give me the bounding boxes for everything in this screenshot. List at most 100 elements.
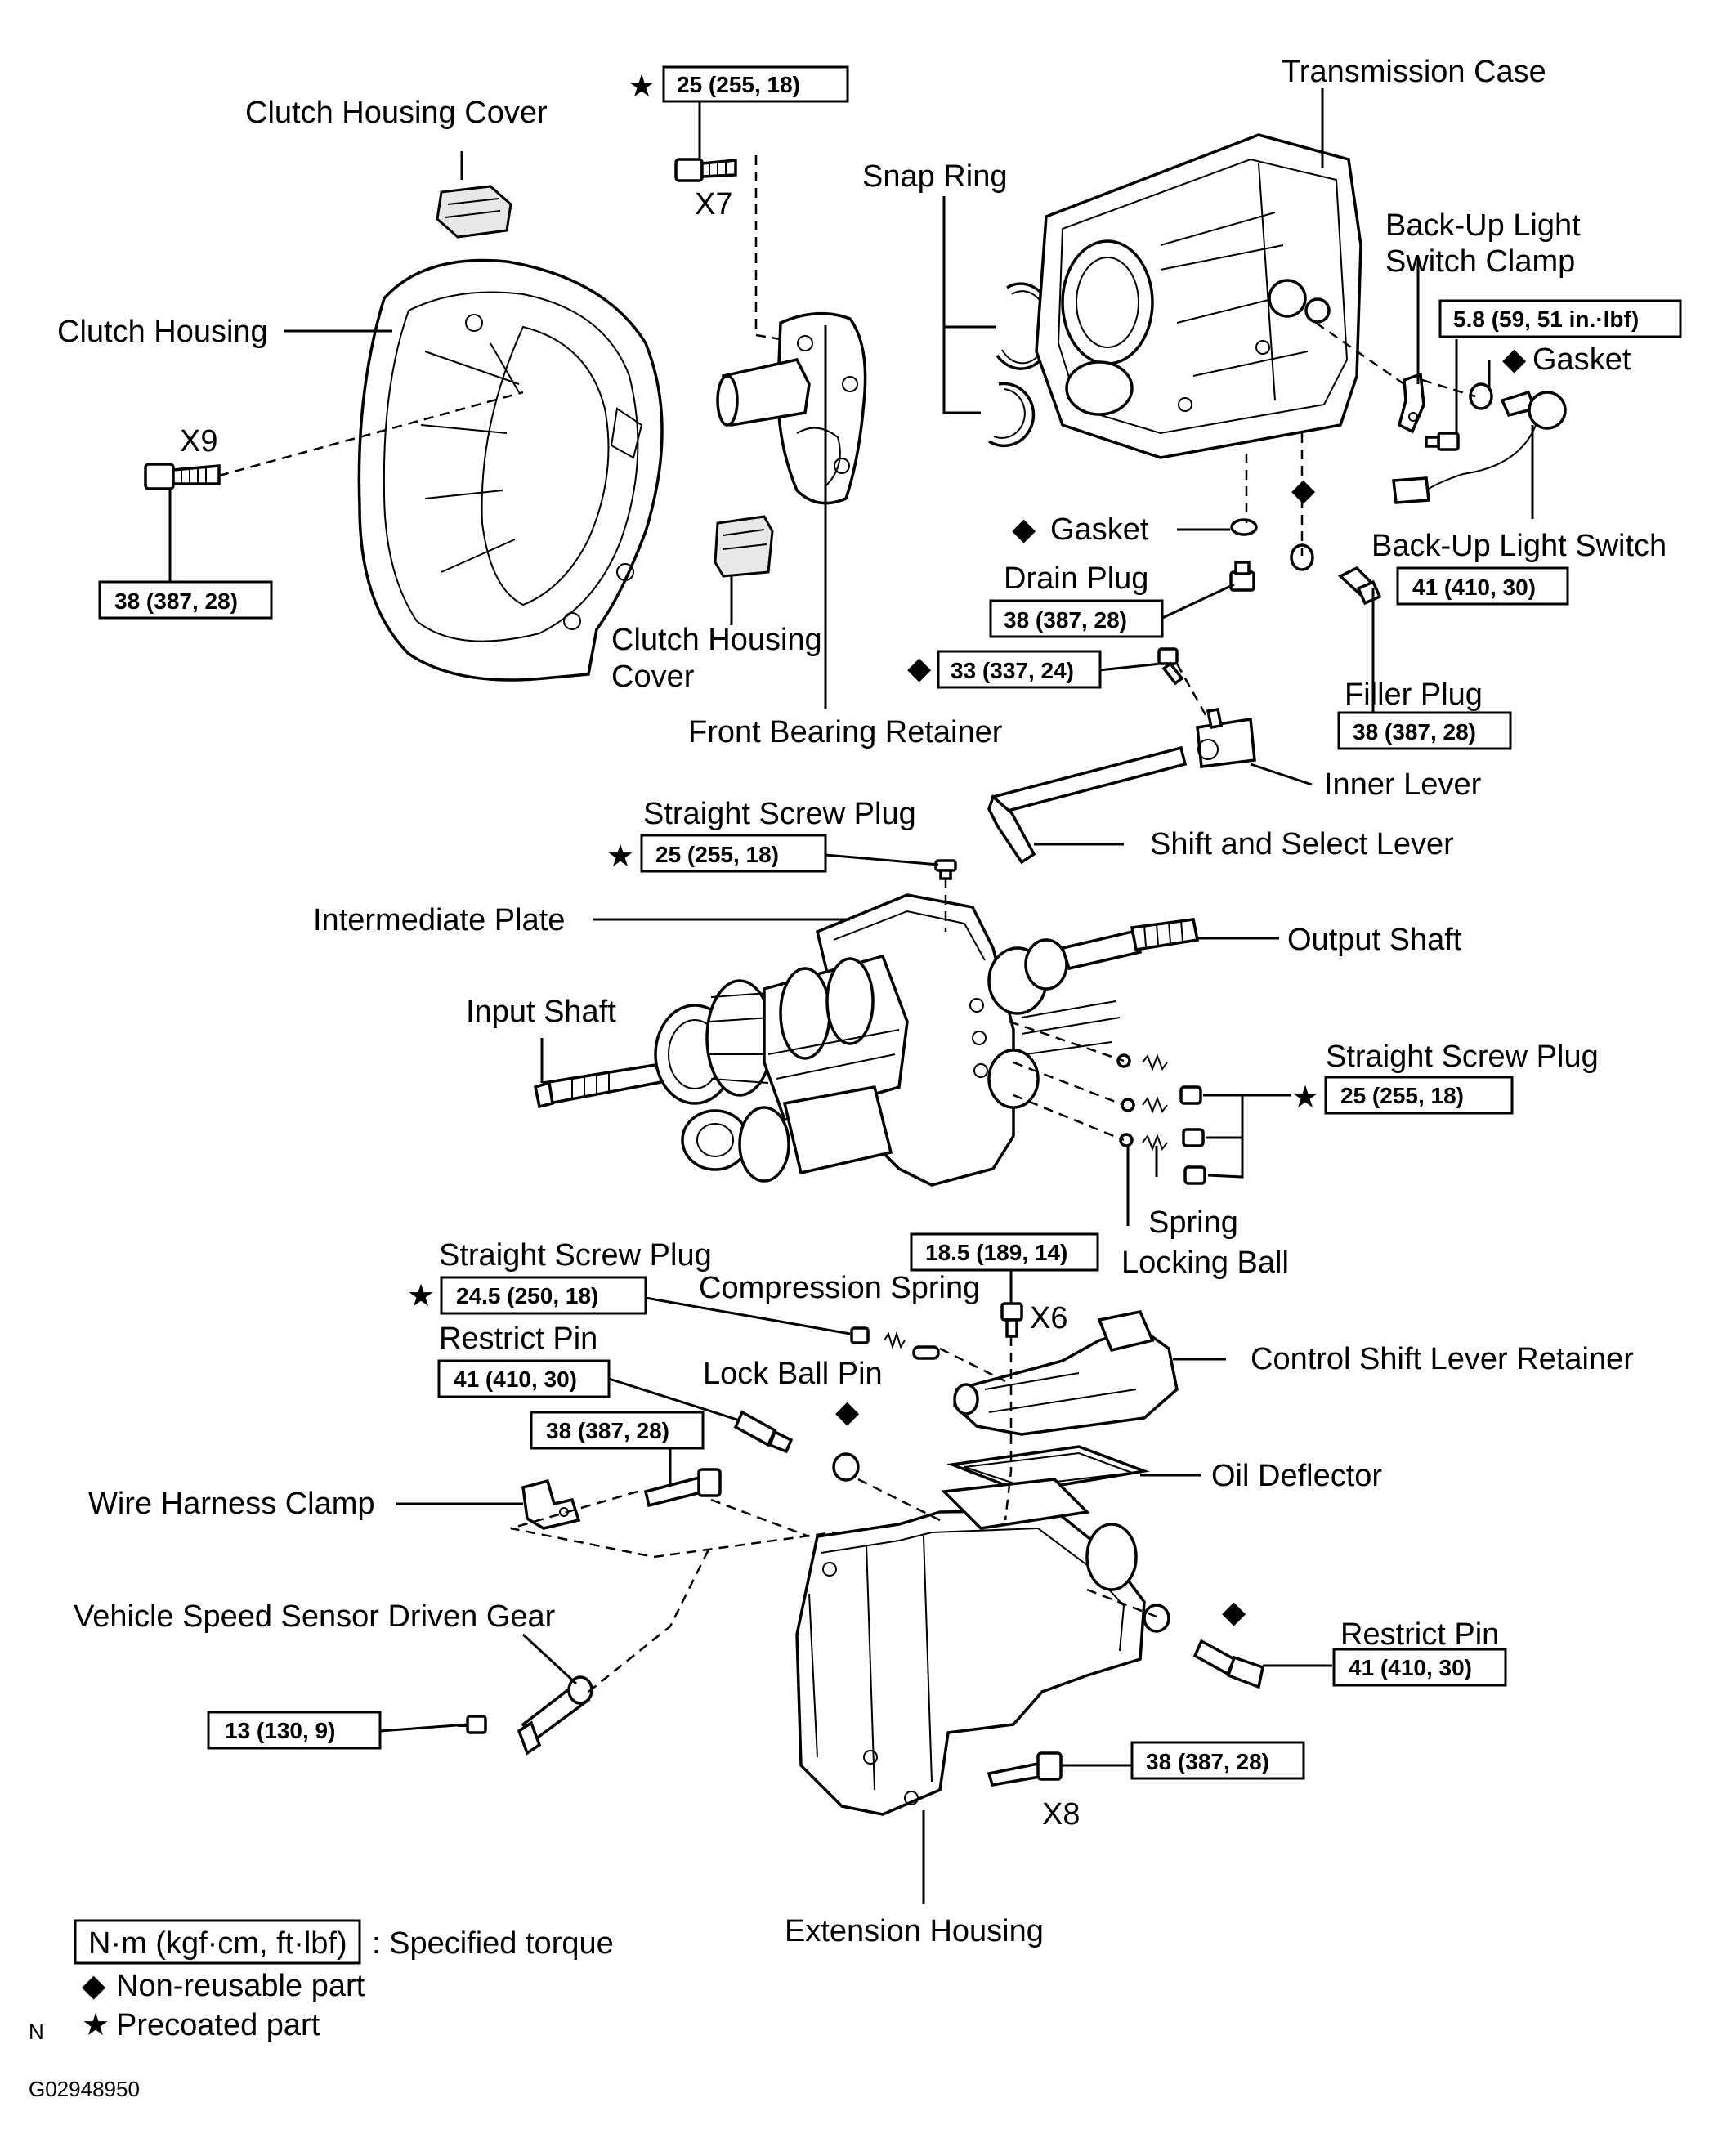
locking-ball-label: Locking Ball [1121, 1246, 1289, 1280]
legend-star: ★ [82, 2006, 110, 2042]
straight-screw-plug-left-label: Straight Screw Plug [439, 1238, 712, 1273]
straight-screw-plug-top-label: Straight Screw Plug [643, 797, 916, 831]
control-shift-retainer-label: Control Shift Lever Retainer [1251, 1342, 1634, 1376]
shift-select-lever-label: Shift and Select Lever [1150, 827, 1454, 861]
x7-bolt-part [674, 158, 737, 182]
filler-plug-label: Filler Plug [1345, 678, 1483, 712]
torque-screw-plug-right: ★ 25 (255, 18) [1291, 1076, 1514, 1115]
svg-text:38 (387, 28): 38 (387, 28) [546, 1418, 669, 1443]
extension-housing-part [795, 1478, 1146, 1816]
inner-lever-label: Inner Lever [1324, 767, 1482, 802]
drain-gasket-part [1230, 518, 1258, 536]
restrict-pin-left-part [733, 1410, 794, 1454]
svg-text:38 (387, 28): 38 (387, 28) [1004, 607, 1127, 633]
figure-id: G02948950 [29, 2077, 140, 2101]
oil-deflector-label: Oil Deflector [1211, 1459, 1382, 1493]
compression-spring-label: Compression Spring [699, 1271, 980, 1305]
oil-deflector-part [946, 1445, 1150, 1493]
restrict-pin-right-diamond: ◆ [1222, 1594, 1246, 1630]
drain-gasket-diamond: ◆ [1012, 511, 1036, 547]
inner-lever-part [1196, 707, 1256, 768]
x6-bolt-part [1000, 1302, 1023, 1338]
gear-assembly-part [533, 893, 1200, 1187]
restrict-pin-left-gasket-part [832, 1452, 860, 1482]
snap-ring-label: Snap Ring [862, 159, 1007, 194]
legend: N·m (kgf·cm, ft·lbf) : Specified torque … [74, 1919, 614, 2042]
clutch-housing-label: Clutch Housing [57, 315, 268, 349]
x6-label: X6 [1030, 1301, 1067, 1335]
bolt-33-part [1157, 647, 1184, 686]
backup-light-switch-part [1392, 390, 1567, 504]
restrict-pin-right-gasket-part [1143, 1604, 1170, 1633]
restrict-pin-left-label: Restrict Pin [439, 1322, 597, 1356]
speed-sensor-label: Vehicle Speed Sensor Driven Gear [74, 1599, 556, 1634]
x9-bolt-part [144, 463, 221, 490]
clutch-housing-cover-bottom-part [714, 515, 774, 578]
x8-bolt-part [987, 1751, 1063, 1787]
torque-clutch-housing: 38 (387, 28) [98, 580, 273, 620]
svg-text:★: ★ [1291, 1079, 1319, 1115]
svg-text:5.8 (59, 51 in.·lbf): 5.8 (59, 51 in.·lbf) [1453, 306, 1639, 332]
svg-text:41 (410, 30): 41 (410, 30) [454, 1367, 577, 1392]
restrict-pin-left-diamond: ◆ [835, 1393, 860, 1429]
x7-label: X7 [695, 187, 732, 221]
svg-text:★: ★ [407, 1277, 435, 1313]
filler-gasket-diamond: ◆ [1291, 472, 1316, 508]
speed-sensor-part [517, 1675, 593, 1756]
clutch-housing-cover-top-label: Clutch Housing Cover [245, 96, 548, 130]
torque-restrict-pin-right: 41 (410, 30) [1332, 1648, 1507, 1687]
drain-plug-part [1229, 561, 1255, 592]
wire-harness-clamp-part [521, 1478, 581, 1530]
straight-screw-plug-top-part [934, 859, 957, 880]
torque-x6: 18.5 (189, 14) [910, 1232, 1099, 1272]
legend-precoated: Precoated part [116, 2008, 320, 2042]
torque-harness-bolt: 38 (387, 28) [530, 1411, 705, 1450]
clutch-housing-cover-bottom-label-1: Clutch Housing [611, 623, 822, 657]
shift-select-lever-part [987, 745, 1188, 865]
wire-harness-clamp-label: Wire Harness Clamp [88, 1487, 375, 1521]
svg-text:◆: ◆ [907, 650, 932, 686]
torque-screw-plug-left: ★ 24.5 (250, 18) [407, 1276, 647, 1315]
front-bearing-retainer-part [716, 311, 867, 505]
svg-text:38 (387, 28): 38 (387, 28) [1353, 719, 1476, 745]
spring-label: Spring [1148, 1205, 1238, 1240]
svg-text:38 (387, 28): 38 (387, 28) [1146, 1749, 1269, 1774]
torque-x8: 38 (387, 28) [1130, 1741, 1305, 1780]
intermediate-plate-label: Intermediate Plate [313, 903, 565, 937]
filler-gasket-part [1290, 543, 1314, 571]
backup-light-switch-label: Back-Up Light Switch [1371, 529, 1667, 563]
svg-text:18.5 (189, 14): 18.5 (189, 14) [925, 1240, 1067, 1265]
svg-text:13 (130, 9): 13 (130, 9) [225, 1718, 335, 1743]
legend-diamond: ◆ [82, 1967, 106, 2003]
left-detent-part [850, 1326, 940, 1360]
torque-33: ◆ 33 (337, 24) [907, 650, 1102, 689]
detent-set-part [1116, 1053, 1206, 1185]
torque-speed-sensor: 13 (130, 9) [207, 1711, 382, 1750]
output-shaft-label: Output Shaft [1287, 923, 1462, 957]
straight-screw-plug-right-label: Straight Screw Plug [1326, 1040, 1599, 1074]
harness-bolt-part [643, 1468, 722, 1508]
svg-text:25 (255, 18): 25 (255, 18) [1340, 1083, 1464, 1108]
transmission-case-part [1035, 133, 1362, 459]
svg-text:38 (387, 28): 38 (387, 28) [114, 588, 238, 614]
clutch-housing-part [357, 258, 664, 682]
torque-restrict-pin-left: 41 (410, 30) [437, 1359, 611, 1398]
drain-gasket-label: Gasket [1050, 512, 1149, 547]
leader-lines [168, 88, 1534, 1904]
svg-text:25 (255, 18): 25 (255, 18) [677, 72, 800, 97]
svg-text:24.5 (250, 18): 24.5 (250, 18) [456, 1283, 598, 1308]
lock-ball-pin-label: Lock Ball Pin [703, 1357, 883, 1391]
backup-light-switch-clamp-label-2: Switch Clamp [1385, 244, 1575, 279]
clutch-housing-cover-top-part [436, 185, 512, 239]
x8-label: X8 [1042, 1797, 1080, 1832]
switch-gasket-label: Gasket [1532, 342, 1631, 377]
backup-light-switch-clamp-label-1: Back-Up Light [1385, 208, 1581, 243]
switch-clamp-bolt-part [1425, 432, 1460, 451]
restrict-pin-right-part [1192, 1639, 1265, 1689]
drain-plug-label: Drain Plug [1004, 561, 1148, 596]
torque-switch-clamp: 5.8 (59, 51 in.·lbf) [1438, 299, 1682, 338]
torque-backup-switch: 41 (410, 30) [1396, 566, 1569, 606]
torque-drain-plug: 38 (387, 28) [989, 599, 1164, 638]
switch-gasket-part [1469, 382, 1493, 410]
